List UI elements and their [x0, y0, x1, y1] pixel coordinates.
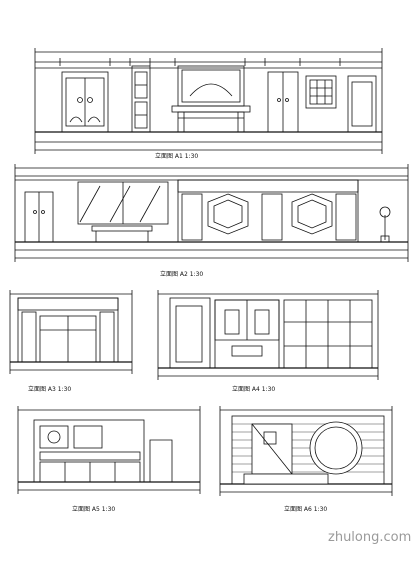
watermark-text: zhulong.com: [328, 530, 412, 545]
drawing-title-3: 立面图 A3 1:30: [28, 386, 72, 393]
drawing-title-1: 立面图 A1 1:30: [155, 153, 199, 160]
elevation-2: [14, 164, 409, 262]
drawing-title-6: 立面图 A6 1:30: [284, 506, 328, 513]
elevation-3: [9, 290, 133, 374]
elevation-1: [34, 48, 383, 154]
drawing-title-2: 立面图 A2 1:30: [160, 271, 204, 278]
drawing-title-4: 立面图 A4 1:30: [232, 386, 276, 393]
elevation-5: [17, 406, 201, 494]
drawing-title-5: 立面图 A5 1:30: [72, 506, 116, 513]
elevation-4: [157, 290, 379, 380]
elevation-6: [219, 406, 393, 496]
